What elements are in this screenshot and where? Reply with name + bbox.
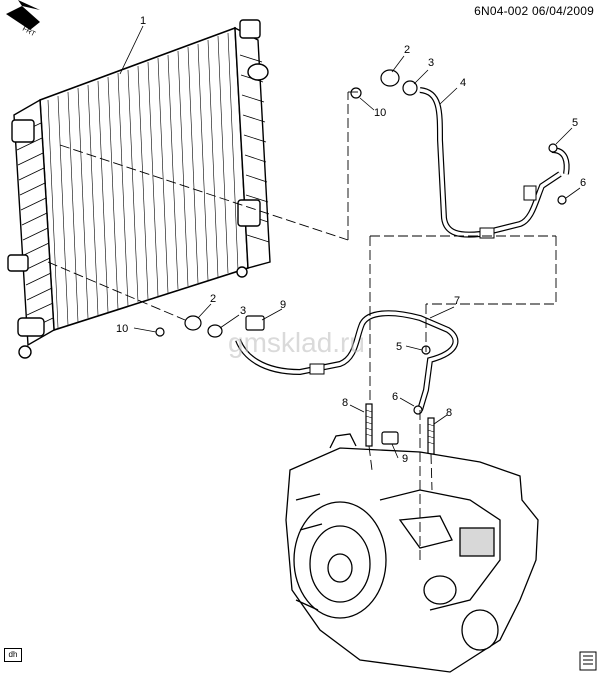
leader-lines [47,91,557,560]
callout-3-lower: 3 [240,305,246,317]
callout-8-right: 8 [446,407,452,419]
callout-8-left: 8 [342,397,348,409]
diagram-header: 6N04-002 06/04/2009 [474,4,594,18]
callout-9-upper: 9 [280,299,286,311]
transmission [285,433,539,673]
radiator-fins [47,32,239,329]
diagram-date: 06/04/2009 [531,4,594,18]
lower-fittings [155,315,431,445]
upper-fittings [350,69,567,205]
callout-labels: 1 2 3 4 10 5 6 2 3 9 10 7 5 8 6 8 9 [116,15,586,465]
callout-9-lower: 9 [402,453,408,465]
lower-cooler-line [235,310,459,411]
callout-10-upper: 10 [374,107,386,119]
callout-6-lower: 6 [392,391,398,403]
front-arrow-icon: FRT [6,0,40,38]
studs [365,403,435,455]
callout-4: 4 [460,77,466,89]
callout-2-lower: 2 [210,293,216,305]
callout-3-upper: 3 [428,57,434,69]
watermark: gmsklad.ru [228,327,365,358]
callout-2-upper: 2 [404,44,410,56]
callout-pointers [119,25,581,459]
upper-cooler-line [419,87,570,239]
radiator [7,19,271,359]
callout-6-upper: 6 [580,177,586,189]
callout-10-lower: 10 [116,323,128,335]
callout-5-upper: 5 [572,117,578,129]
front-label: FRT [21,26,37,39]
corner-tag: dh [4,648,22,662]
catalog-book-icon [579,651,597,671]
diagram-id: 6N04-002 [474,4,529,18]
callout-1: 1 [140,15,146,27]
callout-5-lower: 5 [396,341,402,353]
callout-7: 7 [454,295,460,307]
